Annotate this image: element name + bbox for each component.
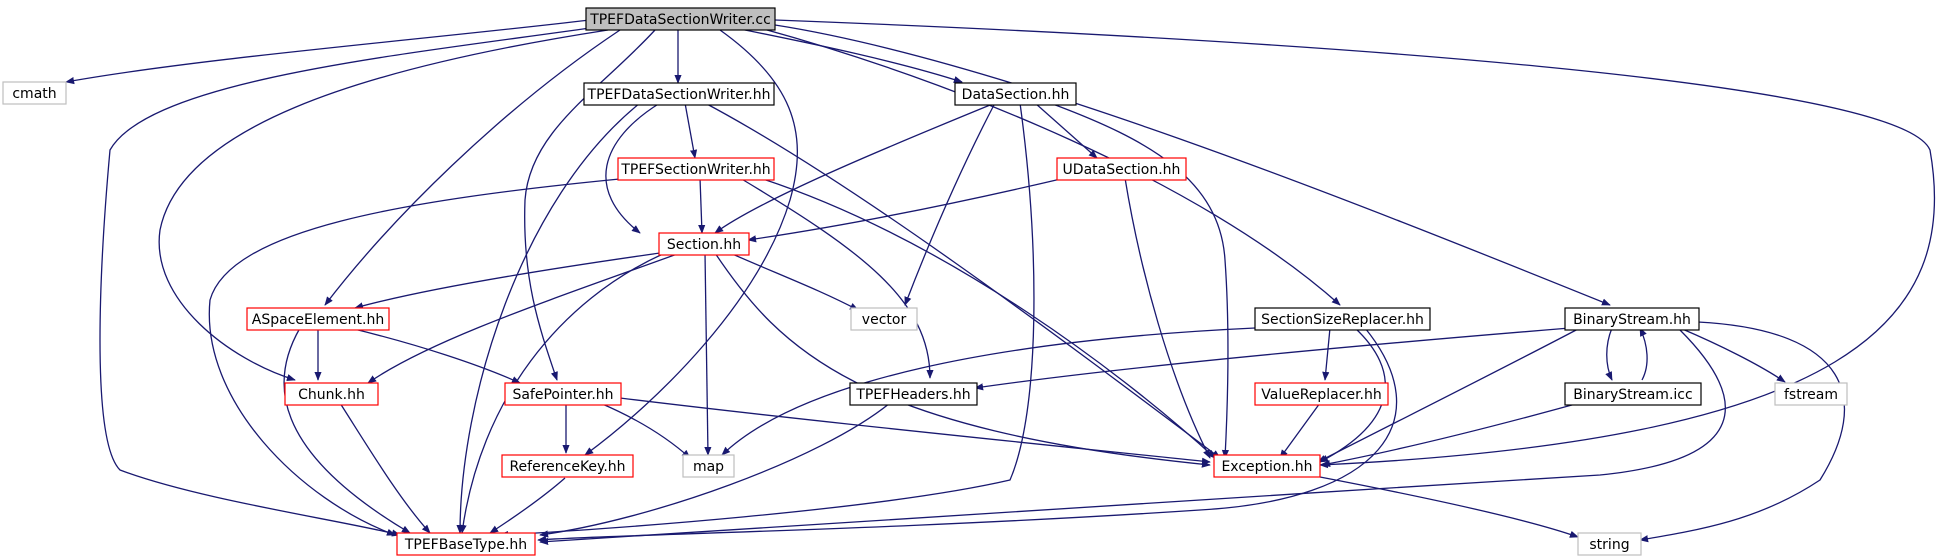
edge-root-chunk (158, 29, 609, 382)
edge-tsw-tpefbasetype (208, 177, 631, 536)
edge-datasection-exception (1049, 102, 1230, 459)
svg-text:TPEFDataSectionWriter.cc: TPEFDataSectionWriter.cc (589, 12, 771, 28)
node-tdsw-hh[interactable]: TPEFDataSectionWriter.hh (583, 82, 775, 106)
svg-text:ValueReplacer.hh: ValueReplacer.hh (1261, 387, 1382, 403)
node-valuereplacer[interactable]: ValueReplacer.hh (1254, 382, 1389, 406)
edge-binarystream-fstream (1679, 327, 1786, 383)
svg-text:TPEFHeaders.hh: TPEFHeaders.hh (855, 387, 970, 403)
edge-ssr-tpefbasetype (537, 327, 1398, 543)
svg-text:string: string (1589, 537, 1629, 553)
node-vector[interactable]: vector (850, 307, 918, 331)
node-chunk[interactable]: Chunk.hh (284, 382, 379, 406)
edge-section-map (704, 252, 712, 456)
svg-text:DataSection.hh: DataSection.hh (962, 87, 1070, 103)
edge-chunk-tpefbasetype (339, 402, 431, 534)
edge-ssr-map (721, 327, 1256, 456)
edge-safepointer-exception (619, 397, 1211, 465)
edge-tdsw-tpefsectionwriter (684, 102, 698, 159)
svg-text:ASpaceElement.hh: ASpaceElement.hh (252, 312, 384, 328)
svg-text:BinaryStream.hh: BinaryStream.hh (1573, 312, 1691, 328)
edge-section-vector (729, 252, 859, 311)
edge-icc-exception (1321, 399, 1591, 468)
edge-tsw-tpefheaders (739, 177, 934, 379)
svg-text:SectionSizeReplacer.hh: SectionSizeReplacer.hh (1261, 312, 1424, 328)
edge-aspace-tpefbasetype (283, 327, 411, 534)
edge-root-binarystream (774, 24, 1611, 306)
node-root[interactable]: TPEFDataSectionWriter.cc (585, 7, 776, 31)
edge-section-chunk (367, 252, 681, 384)
svg-text:Chunk.hh: Chunk.hh (298, 387, 365, 403)
edge-safepointer-map (599, 402, 691, 459)
edge-referencekey-tpefbasetype (489, 477, 566, 534)
svg-text:TPEFSectionWriter.hh: TPEFSectionWriter.hh (620, 162, 770, 178)
edge-root-datasection (734, 27, 963, 83)
edge-aspace-safepointer (349, 327, 521, 384)
node-tpefbasetype[interactable]: TPEFBaseType.hh (396, 532, 536, 556)
edge-udatasection-exception (1124, 177, 1211, 459)
node-tpefsectionwriter[interactable]: TPEFSectionWriter.hh (617, 157, 775, 181)
edge-binarystream-tpefheaders (974, 327, 1571, 391)
edge-root-exception (774, 19, 1936, 469)
svg-text:BinaryStream.icc: BinaryStream.icc (1573, 387, 1692, 403)
edge-root-referencekey (584, 29, 798, 456)
node-aspace[interactable]: ASpaceElement.hh (246, 307, 390, 331)
edge-udatasection-section (747, 177, 1066, 243)
svg-text:ReferenceKey.hh: ReferenceKey.hh (509, 459, 625, 475)
node-referencekey[interactable]: ReferenceKey.hh (501, 454, 634, 478)
node-cmath[interactable]: cmath (2, 81, 67, 105)
edge-root-ssr (759, 27, 1341, 306)
edge-root-aspace (324, 29, 621, 306)
node-tpefheaders[interactable]: TPEFHeaders.hh (849, 382, 978, 406)
edge-exception-string (1319, 476, 1579, 538)
node-string[interactable]: string (1577, 532, 1642, 556)
edge-valuereplacer-exception (1279, 402, 1321, 459)
edge-binarystream-string (1639, 321, 1846, 543)
node-section[interactable]: Section.hh (658, 232, 750, 256)
edge-section-aspace (354, 252, 661, 310)
svg-text:SafePointer.hh: SafePointer.hh (512, 387, 613, 403)
edge-datasection-tpefbasetype (499, 102, 1035, 539)
edge-binarystream-tpefbasetype (539, 329, 1726, 545)
svg-text:UDataSection.hh: UDataSection.hh (1063, 162, 1181, 178)
edge-datasection-udatasection (1034, 102, 1098, 159)
edge-icc-binarystream (1639, 327, 1648, 381)
edge-binarystream-exception (1317, 327, 1581, 463)
node-map[interactable]: map (682, 454, 735, 478)
edge-tdsw-exception (704, 102, 1221, 459)
svg-text:fstream: fstream (1784, 387, 1838, 403)
edge-section-tpefbasetype (459, 252, 666, 534)
svg-text:cmath: cmath (12, 86, 56, 102)
svg-text:Exception.hh: Exception.hh (1221, 459, 1312, 475)
edge-root-cmath (65, 19, 591, 85)
edge-root-safepointer (524, 29, 656, 381)
node-binarystream[interactable]: BinaryStream.hh (1564, 307, 1700, 331)
edge-tsw-section (698, 177, 706, 234)
dependency-nodes: TPEFDataSectionWriter.cc cmath TPEFDataS… (2, 7, 1848, 556)
node-datasection[interactable]: DataSection.hh (954, 82, 1077, 106)
node-udatasection[interactable]: UDataSection.hh (1056, 157, 1187, 181)
edge-root-tpefbasetype (99, 27, 591, 537)
edge-tdsw-section (605, 102, 661, 234)
svg-text:map: map (693, 459, 724, 475)
svg-text:TPEFDataSectionWriter.hh: TPEFDataSectionWriter.hh (587, 87, 771, 103)
node-binarystream-icc[interactable]: BinaryStream.icc (1564, 382, 1702, 406)
svg-text:vector: vector (862, 312, 907, 328)
edge-binarystream-icc (1605, 327, 1613, 381)
svg-text:Section.hh: Section.hh (667, 237, 741, 253)
edge-datasection-section (714, 102, 996, 234)
edge-tsw-exception (759, 177, 1216, 459)
edge-tpefheaders-tpefbasetype (539, 402, 891, 538)
node-fstream[interactable]: fstream (1774, 382, 1848, 406)
node-ssr[interactable]: SectionSizeReplacer.hh (1254, 307, 1431, 331)
edge-ssr-valuereplacer (1322, 327, 1331, 381)
svg-text:TPEFBaseType.hh: TPEFBaseType.hh (404, 537, 527, 553)
node-safepointer[interactable]: SafePointer.hh (504, 382, 622, 406)
node-exception[interactable]: Exception.hh (1213, 454, 1321, 478)
edge-tdsw-tpefbasetype (456, 102, 641, 534)
